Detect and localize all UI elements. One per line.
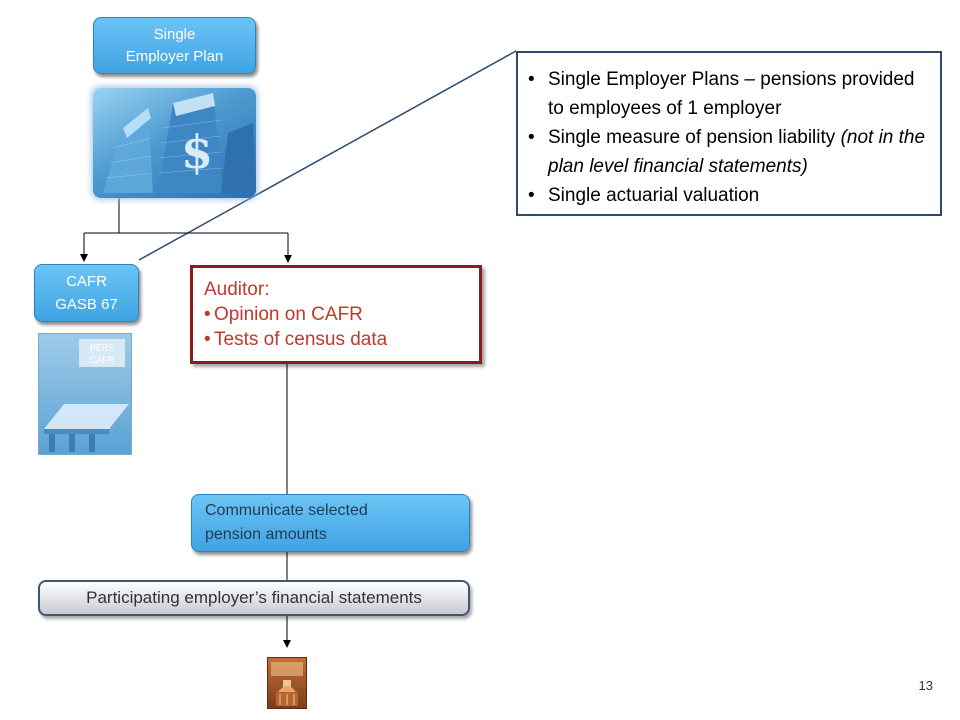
auditor-title: Auditor: [204, 279, 270, 300]
pers-cafr-report-cover: PERS CAFR [38, 333, 132, 455]
communicate-line1: Communicate selected [205, 502, 368, 519]
single-plan-line1: Single [153, 25, 196, 43]
single-plan-line2: Employer Plan [125, 47, 224, 65]
bullet-icon: • [528, 69, 535, 90]
callout-item: • Single measure of pension liability (n… [528, 123, 928, 181]
bullet-icon: • [204, 304, 211, 325]
auditor-item-text: Tests of census data [214, 329, 388, 350]
cover-label-line1: PERS [89, 343, 115, 353]
cafr-line2: GASB 67 [55, 296, 118, 313]
callout-item-italic-note: (not in the plan level financial stateme… [548, 127, 926, 177]
callout-item-text: Single Employer Plans – pensions provide… [548, 69, 915, 119]
auditor-item: •Opinion on CAFR [204, 302, 479, 327]
callout-item-text-container: Single measure of pension liability (not… [548, 123, 928, 181]
single-employer-callout: • Single Employer Plans – pensions provi… [516, 51, 942, 216]
page-number: 13 [918, 678, 933, 693]
auditor-item-text: Opinion on CAFR [214, 304, 363, 325]
financial-building-image: $ [93, 88, 256, 198]
employer-report-cover-image [267, 657, 307, 709]
auditor-box: Auditor: •Opinion on CAFR •Tests of cens… [190, 265, 482, 364]
callout-item: • Single actuarial valuation [528, 181, 928, 210]
svg-text:$: $ [181, 125, 213, 179]
callout-item-text: Single measure of pension liability [548, 127, 841, 148]
callout-item-text: Single actuarial valuation [548, 185, 760, 206]
cafr-gasb67-box: CAFR GASB 67 [34, 264, 139, 322]
bullet-icon: • [204, 329, 211, 350]
communicate-line2: pension amounts [205, 526, 327, 543]
cover-label: PERS CAFR [79, 339, 125, 367]
callout-item: • Single Employer Plans – pensions provi… [528, 65, 928, 123]
participating-employer-statements-box: Participating employer’s financial state… [38, 580, 470, 616]
communicate-pension-amounts-box: Communicate selected pension amounts [191, 494, 470, 552]
auditor-item: •Tests of census data [204, 327, 479, 352]
cafr-line1: CAFR [66, 273, 107, 290]
bullet-icon: • [528, 185, 535, 206]
cover-label-line2: CAFR [89, 355, 115, 365]
single-employer-plan-box: Single Employer Plan [93, 17, 256, 74]
bullet-icon: • [528, 127, 535, 148]
